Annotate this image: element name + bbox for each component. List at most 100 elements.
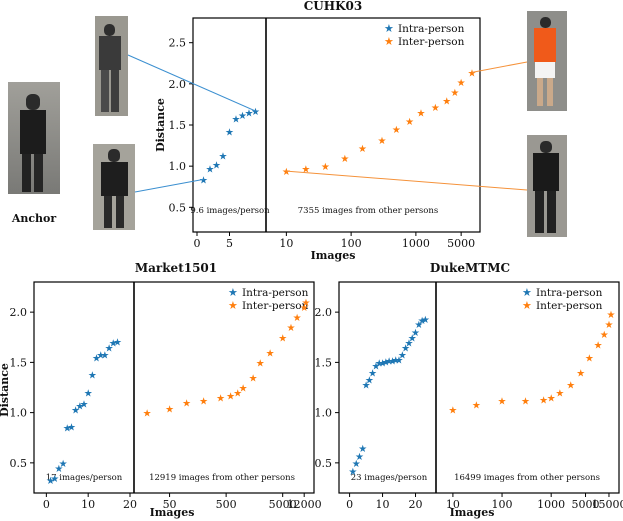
market1501-inter-point: ★ bbox=[278, 333, 287, 344]
dukemtmc-intra-point: ★ bbox=[381, 357, 390, 368]
cuhk03-inter-point: ★ bbox=[358, 144, 367, 155]
cuhk03-intra-point: ★ bbox=[199, 175, 208, 186]
dukemtmc-intra-point: ★ bbox=[395, 355, 404, 366]
cuhk03-intra-point: ★ bbox=[238, 111, 247, 122]
market1501-xtick-label: 20 bbox=[123, 498, 137, 511]
cuhk03-ytick-label: 2.0 bbox=[169, 78, 187, 91]
market1501-inter-point: ★ bbox=[249, 373, 258, 384]
cuhk03-inter-point: ★ bbox=[457, 78, 466, 89]
dukemtmc-intra-point: ★ bbox=[418, 316, 427, 327]
market1501-inter-point: ★ bbox=[216, 394, 225, 405]
dukemtmc-inter-point: ★ bbox=[566, 380, 575, 391]
dukemtmc-ytick-label: 0.5 bbox=[315, 457, 333, 470]
dukemtmc-inter-point: ★ bbox=[472, 401, 481, 412]
market1501-ytick-label: 2.0 bbox=[10, 306, 28, 319]
cuhk03-xtick-label: 5000 bbox=[447, 237, 475, 250]
dukemtmc-ytick-label: 2.0 bbox=[315, 306, 333, 319]
dukemtmc-ytick-label: 1.5 bbox=[315, 356, 333, 369]
cuhk03-intra-point: ★ bbox=[212, 161, 221, 172]
cuhk03-inter-point: ★ bbox=[340, 154, 349, 165]
dukemtmc-legend: ★ Intra-person ★ Inter-person bbox=[522, 286, 603, 312]
match-link-lines bbox=[127, 54, 528, 193]
market1501-intra-point: ★ bbox=[80, 400, 89, 411]
dukemtmc-intra-point: ★ bbox=[362, 380, 371, 391]
cuhk03-inter-point: ★ bbox=[442, 96, 451, 107]
dukemtmc-inter-point: ★ bbox=[448, 406, 457, 417]
cuhk03-intra-point: ★ bbox=[225, 128, 234, 139]
inter-person-photo-top bbox=[527, 11, 567, 111]
market1501-intra-point: ★ bbox=[88, 370, 97, 381]
market1501-plot: Market1501 Images Distance 17 images/per… bbox=[0, 261, 322, 519]
dukemtmc-intra-point: ★ bbox=[348, 467, 357, 478]
cuhk03-legend-intra-marker: ★ bbox=[384, 22, 394, 35]
dukemtmc-xtick-label: 0 bbox=[346, 498, 353, 511]
cuhk03-ytick-label: 0.5 bbox=[169, 201, 187, 214]
cuhk03-xtick-label: 1000 bbox=[402, 237, 430, 250]
dukemtmc-legend-inter-marker: ★ bbox=[522, 299, 532, 312]
cuhk03-intra-point: ★ bbox=[206, 165, 215, 176]
dukemtmc-xtick-label: 20 bbox=[409, 498, 423, 511]
link-inter-top bbox=[471, 61, 528, 73]
market1501-intra-annotation: 17 images/person bbox=[46, 473, 123, 483]
dukemtmc-intra-point: ★ bbox=[371, 361, 380, 372]
market1501-inter-point: ★ bbox=[182, 399, 191, 410]
dukemtmc-plot-frame bbox=[338, 281, 620, 494]
market1501-xtick-label: 50 bbox=[163, 498, 177, 511]
cuhk03-inter-point: ★ bbox=[450, 88, 459, 99]
cuhk03-ytick-label: 2.5 bbox=[169, 37, 187, 50]
dukemtmc-ytick-label: 1.0 bbox=[315, 407, 333, 420]
market1501-inter-point: ★ bbox=[286, 323, 295, 334]
market1501-intra-point: ★ bbox=[96, 350, 105, 361]
dukemtmc-intra-point: ★ bbox=[404, 338, 413, 349]
cuhk03-xtick-label: 100 bbox=[341, 237, 362, 250]
cuhk03-xtick-label: 0 bbox=[194, 237, 201, 250]
cuhk03-xtick-label: 10 bbox=[279, 237, 293, 250]
cuhk03-intra-point: ★ bbox=[232, 114, 241, 125]
intra-person-photo-bottom bbox=[93, 144, 135, 230]
market1501-legend: ★ Intra-person ★ Inter-person bbox=[228, 286, 309, 312]
market1501-legend-intra-label: Intra-person bbox=[242, 287, 309, 299]
anchor-photo bbox=[8, 82, 60, 194]
market1501-intra-point: ★ bbox=[84, 389, 93, 400]
market1501-title: Market1501 bbox=[135, 261, 217, 275]
cuhk03-legend-inter-marker: ★ bbox=[384, 35, 394, 48]
cuhk03-intra-point: ★ bbox=[251, 107, 260, 118]
market1501-legend-intra-marker: ★ bbox=[228, 286, 238, 299]
dukemtmc-xtick-label: 15000 bbox=[591, 498, 623, 511]
dukemtmc-inter-point: ★ bbox=[607, 310, 616, 321]
market1501-intra-point: ★ bbox=[100, 350, 109, 361]
market1501-ytick-label: 0.5 bbox=[10, 457, 28, 470]
cuhk03-inter-point: ★ bbox=[392, 125, 401, 136]
dukemtmc-legend-intra-label: Intra-person bbox=[536, 287, 603, 299]
market1501-intra-point: ★ bbox=[92, 353, 101, 364]
dukemtmc-xtick-label: 10 bbox=[446, 498, 460, 511]
intra-person-photo-top bbox=[95, 16, 128, 116]
cuhk03-inter-annotation: 7355 images from other persons bbox=[298, 206, 438, 216]
market1501-intra-point: ★ bbox=[59, 459, 68, 470]
market1501-intra-point: ★ bbox=[50, 474, 59, 485]
cuhk03-inter-point: ★ bbox=[431, 103, 440, 114]
market1501-plot-frame bbox=[33, 281, 315, 494]
market1501-ytick-label: 1.0 bbox=[10, 407, 28, 420]
cuhk03-ytick-label: 1.0 bbox=[169, 160, 187, 173]
dukemtmc-inter-point: ★ bbox=[539, 396, 548, 407]
cuhk03-inter-point: ★ bbox=[321, 162, 330, 173]
market1501-intra-point: ★ bbox=[63, 424, 72, 435]
dukemtmc-intra-point: ★ bbox=[385, 356, 394, 367]
cuhk03-xlabel: Images bbox=[311, 249, 356, 262]
cuhk03-intra-annotation: 9.6 images/person bbox=[190, 206, 270, 216]
dukemtmc-inter-point: ★ bbox=[604, 320, 613, 331]
market1501-inter-point: ★ bbox=[266, 348, 275, 359]
market1501-inter-point: ★ bbox=[293, 313, 302, 324]
cuhk03-ylabel: Distance bbox=[154, 98, 167, 152]
dukemtmc-inter-point: ★ bbox=[585, 353, 594, 364]
market1501-inter-point: ★ bbox=[165, 405, 174, 416]
dukemtmc-inter-point: ★ bbox=[600, 330, 609, 341]
cuhk03-xtick-label: 5 bbox=[226, 237, 233, 250]
dukemtmc-intra-point: ★ bbox=[358, 444, 367, 455]
dukemtmc-intra-point: ★ bbox=[391, 355, 400, 366]
dukemtmc-legend-intra-marker: ★ bbox=[522, 286, 532, 299]
cuhk03-inter-point: ★ bbox=[468, 68, 477, 79]
cuhk03-legend: ★ Intra-person ★ Inter-person bbox=[384, 22, 465, 48]
